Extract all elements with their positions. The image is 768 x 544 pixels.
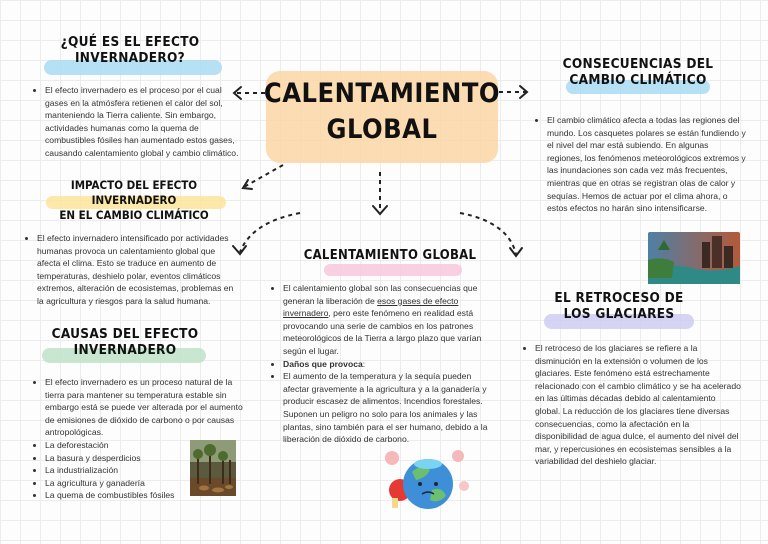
list-item: El efecto invernadero es el proceso por … — [45, 84, 240, 160]
que-es-heading-line2: INVERNADERO? — [74, 50, 185, 67]
consecuencias-heading-line2: CAMBIO CLIMÁTICO — [569, 72, 707, 89]
main-title: CALENTAMIENTO GLOBAL — [262, 76, 502, 148]
list-item: El aumento de la temperatura y la sequía… — [283, 370, 496, 446]
retroceso-highlight — [544, 314, 694, 329]
impacto-heading: IMPACTO DEL EFECTO INVERNADERO EN EL CAM… — [34, 178, 234, 223]
title-highlight — [266, 71, 498, 163]
impacto-heading-line2: EN EL CAMBIO CLIMÁTICO — [59, 208, 209, 222]
danos-colon: : — [362, 358, 366, 369]
que-es-heading-line1: ¿QUÉ ES EL EFECTO — [60, 34, 200, 50]
arrowhead-calentamiento — [372, 205, 388, 216]
causas-heading-line1: CAUSAS DEL EFECTO — [51, 326, 199, 342]
arrowhead-impacto — [241, 179, 253, 190]
calentamiento-p1-end: , pero este fenómeno en realidad está pr… — [283, 308, 482, 356]
causas-heading: CAUSAS DEL EFECTO INVERNADERO — [40, 326, 210, 358]
que-es-highlight — [44, 60, 222, 75]
arrow-branch-right — [459, 212, 517, 255]
calentamiento-body: El calentamiento global son las consecue… — [272, 282, 496, 446]
causas-heading-line2: INVERNADERO — [73, 342, 177, 359]
arrow-to-impacto — [243, 164, 284, 188]
causas-body: El efecto invernadero es un proceso natu… — [34, 376, 254, 502]
retroceso-body: El retroceso de los glaciares se refiere… — [524, 342, 742, 468]
list-item: El efecto invernadero intensificado por … — [37, 232, 240, 308]
gases-link: esos gases de efecto invernadero — [283, 295, 459, 319]
calentamiento-highlight — [324, 264, 462, 276]
list-item: El retroceso de los glaciares se refiere… — [535, 342, 742, 468]
list-item: Daños que provoca: — [283, 358, 496, 371]
arrowhead-left — [232, 245, 247, 256]
arrow-branch-left — [239, 212, 301, 253]
deforestation-image — [190, 440, 236, 496]
list-item: La industrialización — [45, 464, 254, 477]
causas-highlight — [42, 348, 206, 363]
consecuencias-highlight — [566, 80, 710, 94]
calentamiento-p1-start: El calentamiento global son las consecue… — [283, 283, 478, 306]
list-item: La basura y desperdicios — [45, 452, 254, 465]
arrowhead-que-es — [232, 86, 242, 100]
arrowhead-consecuencias — [519, 85, 529, 99]
main-title-line1: CALENTAMIENTO — [263, 78, 501, 109]
list-item: La deforestación — [45, 439, 254, 452]
impacto-body: El efecto invernadero intensificado por … — [26, 232, 240, 308]
calentamiento-heading: CALENTAMIENTO GLOBAL — [303, 248, 477, 263]
consecuencias-body: El cambio climático afecta a todas las r… — [536, 114, 746, 215]
impacto-highlight — [46, 196, 226, 209]
impacto-heading-line1: IMPACTO DEL EFECTO INVERNADERO — [70, 178, 198, 207]
list-item: La quema de combustibles fósiles — [45, 489, 254, 502]
retroceso-heading-line1: EL RETROCESO DE — [554, 290, 684, 306]
flood-city-image — [648, 232, 740, 284]
list-item: El efecto invernadero es un proceso natu… — [45, 376, 254, 439]
main-title-line2: GLOBAL — [326, 114, 438, 145]
arrowhead-right — [509, 247, 523, 258]
danos-label: Daños que provoca — [283, 358, 363, 369]
list-item: El cambio climático afecta a todas las r… — [547, 114, 746, 215]
sick-earth-image — [385, 450, 469, 509]
list-item: El calentamiento global son las consecue… — [283, 282, 496, 358]
consecuencias-heading-line1: CONSECUENCIAS DEL — [562, 56, 714, 72]
retroceso-heading: EL RETROCESO DE LOS GLACIARES — [534, 290, 704, 322]
que-es-body: El efecto invernadero es el proceso por … — [34, 84, 240, 160]
consecuencias-heading: CONSECUENCIAS DEL CAMBIO CLIMÁTICO — [548, 56, 728, 88]
retroceso-heading-line2: LOS GLACIARES — [563, 306, 675, 323]
que-es-heading: ¿QUÉ ES EL EFECTO INVERNADERO? — [40, 34, 220, 66]
list-item: La agricultura y ganadería — [45, 477, 254, 490]
